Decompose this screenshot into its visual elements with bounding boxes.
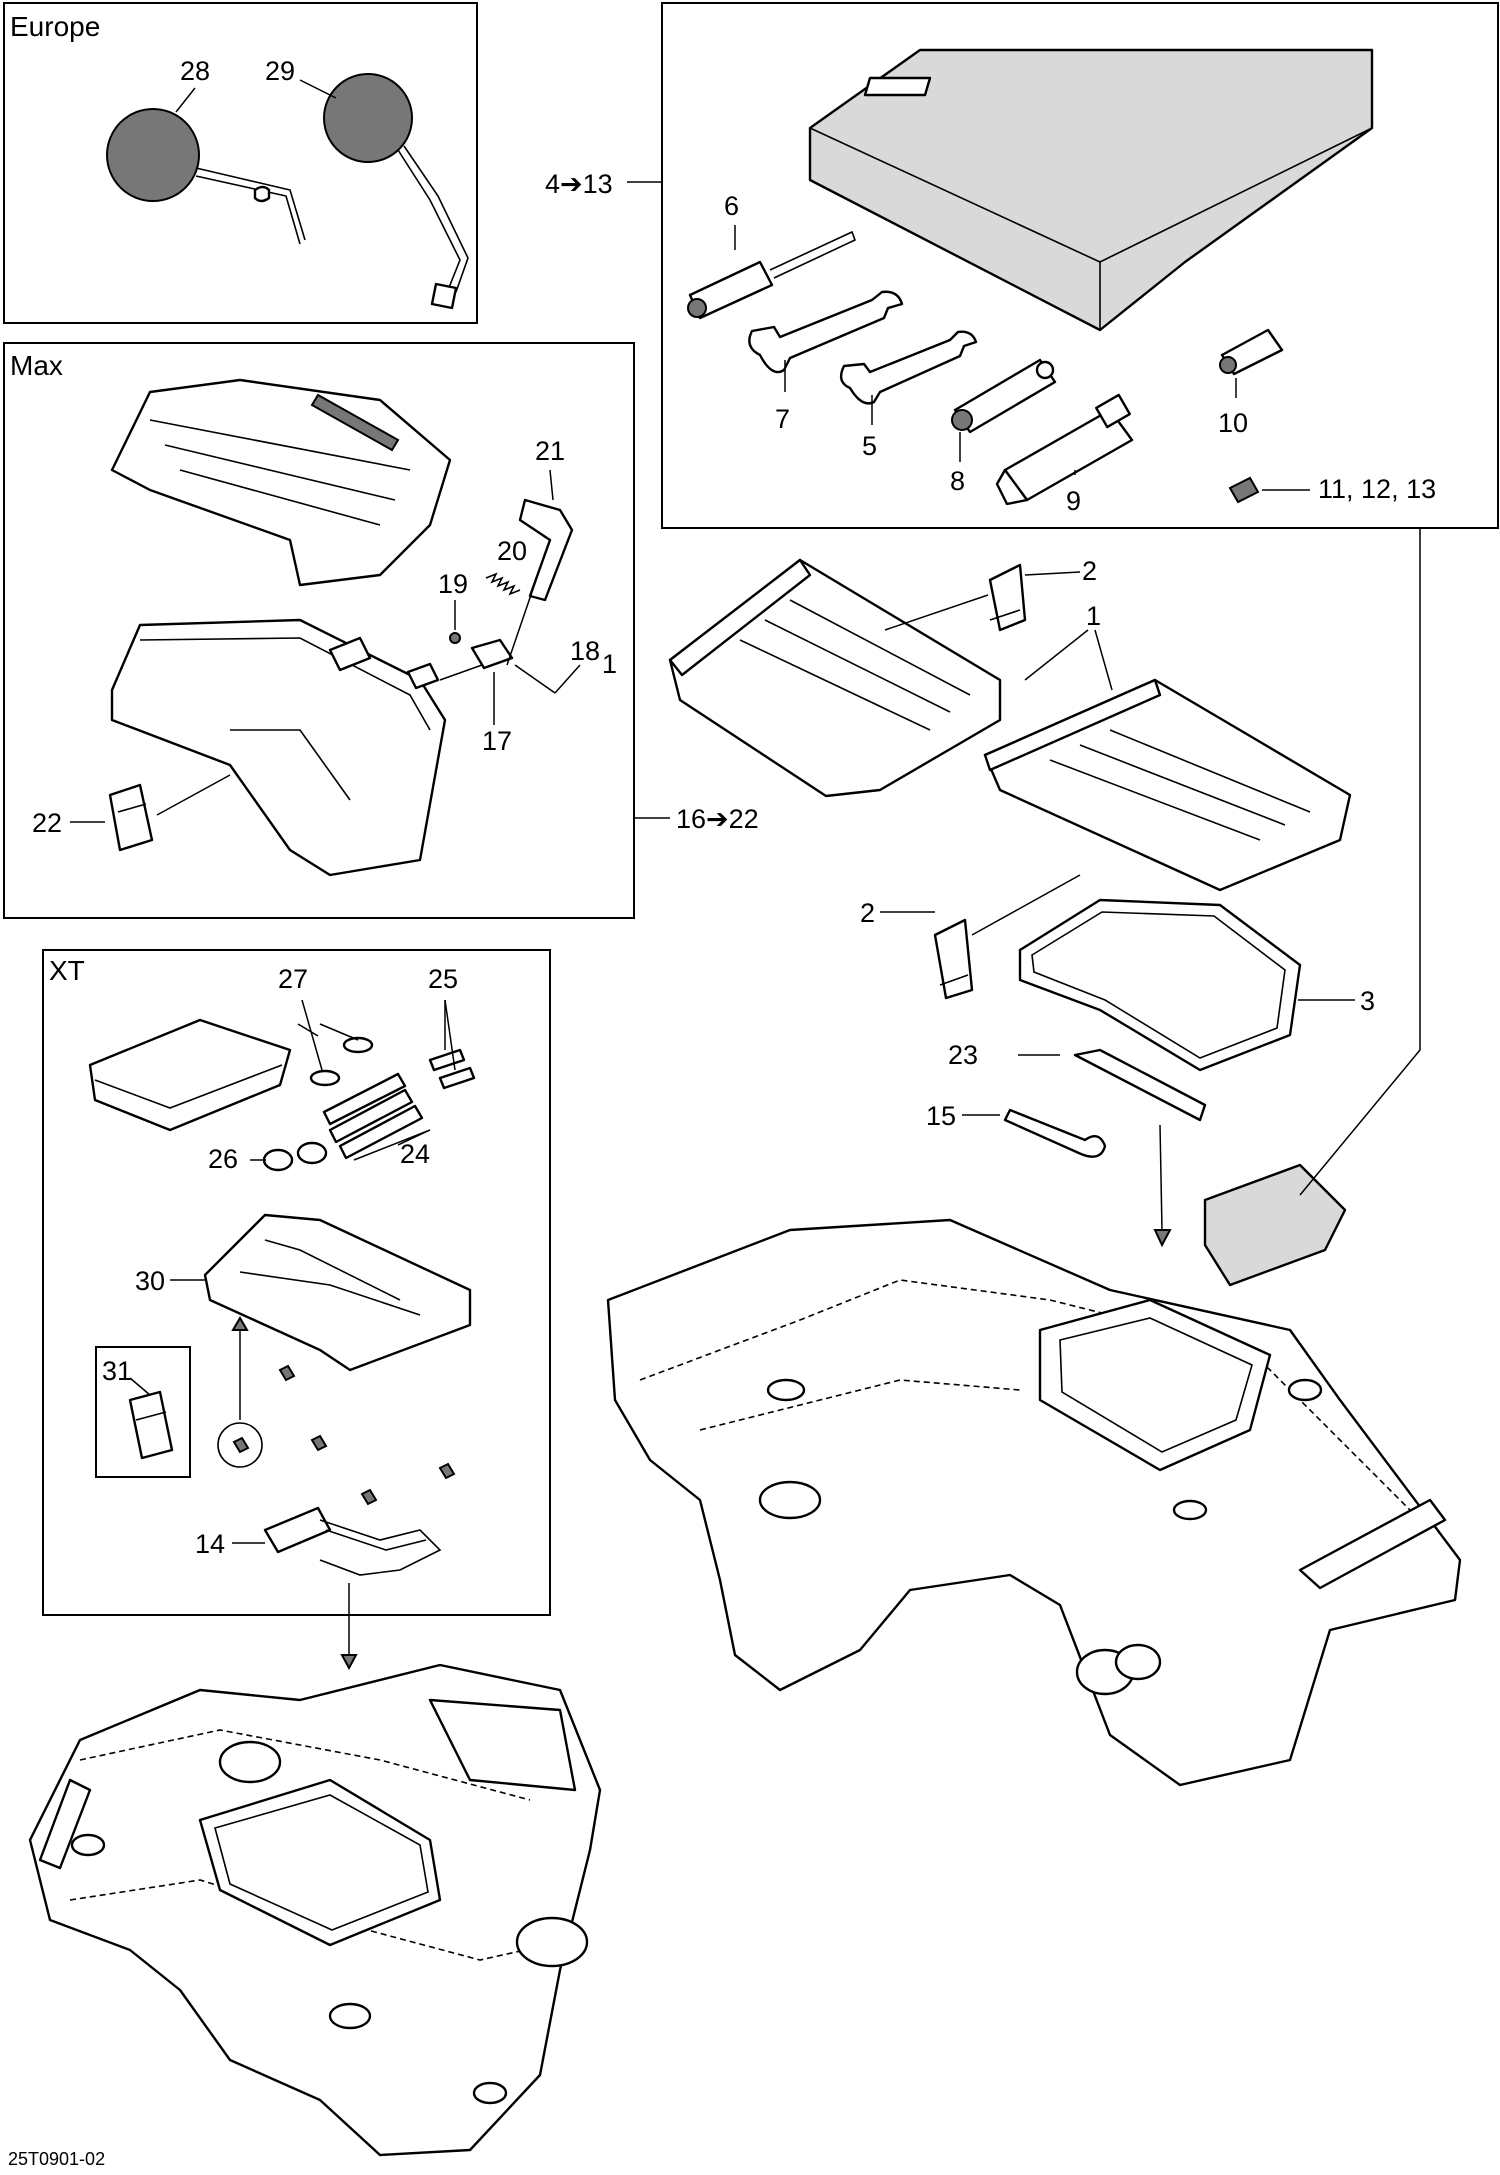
plate-part-23 xyxy=(1073,1048,1207,1122)
gasket-part-3 xyxy=(1018,898,1302,1072)
fastener xyxy=(438,1462,456,1480)
clip-part-31 xyxy=(128,1390,174,1460)
tray-part-30 xyxy=(203,1213,472,1372)
wrench-part-15 xyxy=(1003,1108,1107,1158)
max-tray xyxy=(110,618,447,877)
label-2-bottom: 2 xyxy=(860,898,875,928)
max-section-title: Max xyxy=(10,350,63,381)
label-6: 6 xyxy=(724,191,739,221)
bracket-part-2-top xyxy=(988,563,1027,632)
rear-fender-body-left xyxy=(28,1663,602,2157)
label-19: 19 xyxy=(438,569,468,599)
label-25: 25 xyxy=(428,964,458,994)
max-section: Max xyxy=(3,342,759,919)
europe-section: Europe 28 29 xyxy=(3,2,478,324)
rear-fender-body-right xyxy=(606,1218,1462,1787)
label-5: 5 xyxy=(862,431,877,461)
label-29: 29 xyxy=(265,56,295,86)
label-21: 21 xyxy=(535,436,565,466)
screwdriver-part-6 xyxy=(687,230,857,320)
mirror-part-28 xyxy=(106,108,306,245)
fastener xyxy=(310,1434,328,1452)
socket-wrench-part-9 xyxy=(995,393,1134,506)
toolkit-frame xyxy=(661,2,1499,529)
spark-plug-part-10 xyxy=(1219,328,1284,376)
fastener xyxy=(278,1364,296,1382)
europe-frame xyxy=(3,2,478,324)
label-17: 17 xyxy=(482,726,512,756)
hinge-part-17 xyxy=(470,638,514,670)
fastener xyxy=(232,1436,250,1454)
label-4-to-13: 4➔13 xyxy=(545,169,613,199)
tool-part-14 xyxy=(263,1506,442,1576)
tool-pouch-rolled xyxy=(1203,1163,1347,1287)
label-10: 10 xyxy=(1218,408,1248,438)
europe-section-title: Europe xyxy=(10,11,100,42)
nut-part-26 xyxy=(262,1141,328,1172)
reference-code: 25T0901-02 xyxy=(8,2149,105,2169)
rack-parts: 2 1 2 xyxy=(668,556,1352,1000)
label-7: 7 xyxy=(775,404,790,434)
label-26: 26 xyxy=(208,1144,238,1174)
label-24: 24 xyxy=(400,1139,430,1169)
latch-part-21 xyxy=(518,498,574,602)
label-18-suffix: 1 xyxy=(602,649,617,679)
fastener xyxy=(360,1488,378,1506)
max-lid xyxy=(110,378,452,587)
bolt-part-18 xyxy=(514,664,556,694)
label-1: 1 xyxy=(1086,601,1101,631)
bolt-part-24 xyxy=(322,1072,424,1160)
label-9: 9 xyxy=(1066,486,1081,516)
washer-part-27 xyxy=(309,1036,374,1087)
label-2-top: 2 xyxy=(1082,556,1097,586)
label-23: 23 xyxy=(948,1040,978,1070)
seat-pad xyxy=(88,1018,292,1132)
label-18: 18 xyxy=(570,636,600,666)
label-3: 3 xyxy=(1360,986,1375,1016)
bracket-part-2-bottom xyxy=(933,918,974,1000)
detail-box-31 xyxy=(95,1346,191,1478)
wrench-part-5 xyxy=(839,330,978,405)
spring-part-20 xyxy=(485,572,521,596)
xt-frame xyxy=(42,949,551,1616)
rack-part-1-right xyxy=(983,678,1352,892)
fuse-part-11-12-13 xyxy=(1228,476,1260,504)
label-11-12-13: 11, 12, 13 xyxy=(1318,474,1436,504)
xt-section: XT xyxy=(42,949,551,1616)
label-30: 30 xyxy=(135,1266,165,1296)
fastener-detail-circle xyxy=(217,1422,263,1468)
tool-pouch xyxy=(808,48,1374,332)
pin-part-19 xyxy=(449,632,461,644)
label-16-to-22: 16➔22 xyxy=(676,804,759,834)
label-28: 28 xyxy=(180,56,210,86)
socket-wrench-part-8 xyxy=(951,358,1057,434)
mirror-part-29 xyxy=(323,73,469,310)
wrench-part-7 xyxy=(748,290,904,374)
max-frame xyxy=(3,342,635,919)
bolt-part-25 xyxy=(428,1048,476,1090)
clip-part-22 xyxy=(108,783,154,852)
xt-section-title: XT xyxy=(49,955,85,986)
label-27: 27 xyxy=(278,964,308,994)
toolkit-section: 4➔13 6 7 5 8 9 10 11, 12, 13 xyxy=(545,2,1499,529)
label-8: 8 xyxy=(950,466,965,496)
label-31: 31 xyxy=(102,1356,132,1386)
label-22: 22 xyxy=(32,808,62,838)
rack-part-1-left xyxy=(668,558,1002,798)
label-20: 20 xyxy=(497,536,527,566)
label-14: 14 xyxy=(195,1529,225,1559)
label-15: 15 xyxy=(926,1101,956,1131)
